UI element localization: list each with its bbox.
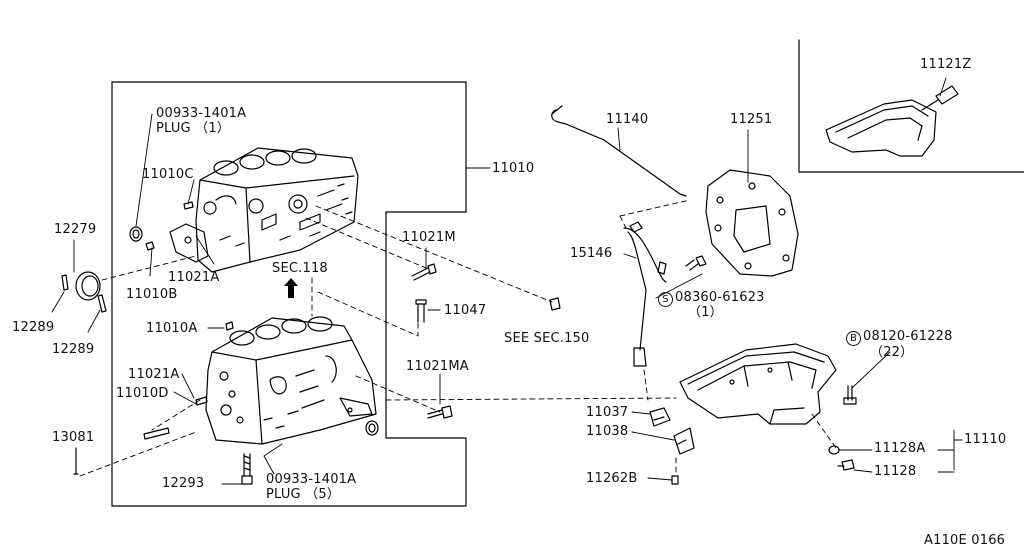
sec118-arrow-stem — [288, 286, 294, 298]
label-sec118: SEC.118 — [272, 261, 328, 276]
label-12289-right: 12289 — [52, 342, 95, 357]
label-11047: 11047 — [444, 303, 487, 318]
label-08360-qty: （1） — [688, 305, 723, 320]
label-plug-top-part: 00933-1401A — [156, 106, 247, 121]
label-11038: 11038 — [586, 424, 629, 439]
dipstick — [551, 109, 687, 197]
label-08120-number: 08120-61228 — [863, 329, 953, 344]
dipstick-guide — [623, 227, 667, 351]
label-11110: 11110 — [964, 432, 1007, 447]
label-11037: 11037 — [586, 405, 629, 420]
figure-code: A110E 0166 — [924, 533, 1006, 548]
label-11128: 11128 — [874, 464, 917, 479]
label-11010c: 11010C — [142, 167, 194, 182]
oil-pan-inset — [825, 99, 937, 157]
inset-frame — [798, 39, 1024, 173]
label-08120-qty: （22） — [870, 345, 914, 360]
oil-pan — [679, 343, 837, 425]
label-11121z: 11121Z — [920, 57, 972, 72]
s-symbol-icon: S — [658, 292, 673, 307]
label-11021a-top: 11021A — [168, 270, 220, 285]
label-12289-left: 12289 — [12, 320, 55, 335]
label-11021ma: 11021MA — [406, 359, 469, 374]
label-11010a: 11010A — [146, 321, 198, 336]
label-11010: 11010 — [492, 161, 535, 176]
sec118-arrow-icon — [284, 278, 298, 286]
upper-cylinder-block — [129, 147, 359, 273]
label-12293: 12293 — [162, 476, 205, 491]
label-plug-top-name: PLUG （1） — [156, 121, 231, 136]
lower-cylinder-block — [143, 316, 379, 485]
label-08360-number: 08360-61623 — [675, 290, 765, 305]
label-plug-bot-name: PLUG （5） — [266, 487, 341, 502]
label-11021a-low: 11021A — [128, 367, 180, 382]
block-assembly-frame — [111, 81, 467, 507]
label-11140: 11140 — [606, 112, 649, 127]
label-11010b: 11010B — [126, 287, 178, 302]
b-symbol-icon: B — [846, 331, 861, 346]
rear-plate — [705, 169, 799, 277]
label-see-sec150: SEE SEC.150 — [504, 331, 590, 346]
label-11128a: 11128A — [874, 441, 926, 456]
label-11010d: 11010D — [116, 386, 169, 401]
label-plug-bot-part: 00933-1401A — [266, 472, 357, 487]
label-11021m: 11021M — [402, 230, 456, 245]
label-15146: 15146 — [570, 246, 613, 261]
label-12279: 12279 — [54, 222, 97, 237]
label-11251: 11251 — [730, 112, 773, 127]
label-11262b: 11262B — [586, 471, 638, 486]
label-13081: 13081 — [52, 430, 95, 445]
